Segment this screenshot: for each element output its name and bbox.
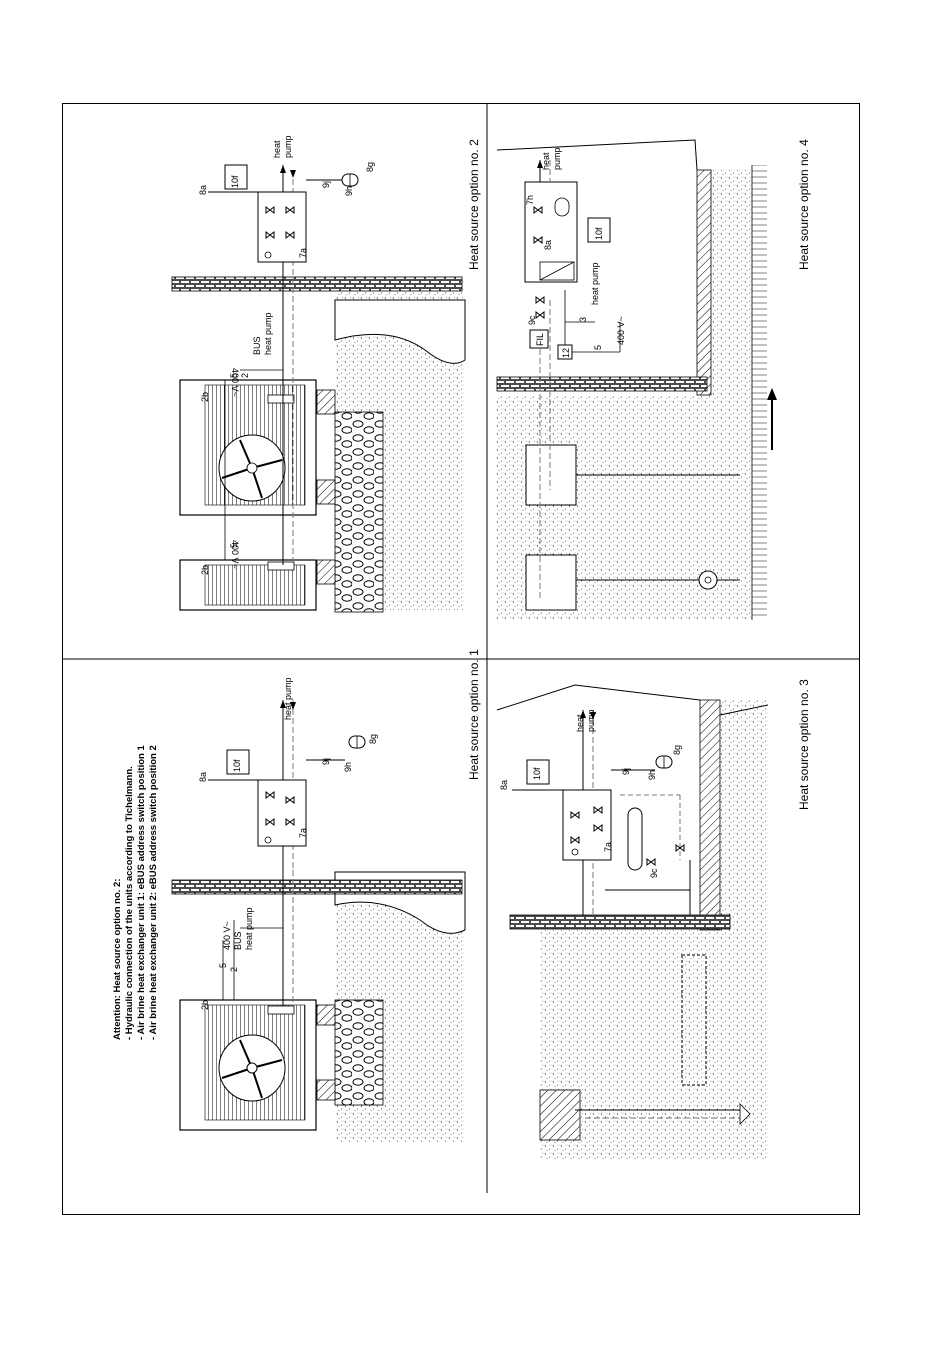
label-2b: 2b — [200, 1000, 210, 1010]
option-4-diagram — [496, 139, 777, 620]
label-bus: BUS — [252, 336, 262, 355]
buffer-10f — [587, 217, 611, 243]
label-pump: pump — [552, 147, 562, 170]
label-9h: 9h — [647, 770, 657, 780]
option-2-diagram — [171, 164, 466, 613]
label-9h: 9h — [343, 762, 353, 772]
label-pump: pump — [283, 135, 293, 158]
label-heat: heat — [272, 140, 282, 158]
label-7a: 7a — [298, 248, 308, 258]
label-8g: 8g — [365, 162, 375, 172]
label-9c: 9c — [649, 868, 659, 878]
attention-line-3: - Air brine heat exchanger unit 2: eBUS … — [148, 745, 159, 1040]
caption-option-2: Heat source option no. 2 — [467, 139, 481, 270]
label-7a: 7a — [603, 842, 613, 852]
hydraulic-station-7a — [257, 779, 307, 847]
label-3: 3 — [578, 317, 588, 322]
label-400v: 400 V~ — [230, 368, 240, 397]
label-9j: 9j — [321, 758, 331, 765]
hydraulic-station-7a — [257, 191, 307, 263]
hydraulic-station-7a — [562, 789, 612, 861]
label-heat-pump: heat pump — [283, 677, 293, 720]
attention-title: Attention: Heat source option no. 2: — [112, 879, 123, 1041]
buffer-10f — [526, 759, 550, 785]
label-10f: 10f — [594, 227, 604, 240]
label-7h: 7h — [525, 195, 535, 205]
option-1-diagram — [171, 700, 466, 1142]
label-7a: 7a — [298, 828, 308, 838]
label-10f: 10f — [230, 175, 240, 188]
label-8a: 8a — [499, 780, 509, 790]
label-heat-pump: heat pump — [590, 262, 600, 305]
label-2: 2 — [229, 967, 239, 972]
label-5: 5 — [229, 373, 239, 378]
label-heat: heat — [541, 152, 551, 170]
label-5: 5 — [593, 345, 603, 350]
caption-option-3: Heat source option no. 3 — [797, 679, 811, 810]
buffer-10f — [224, 164, 248, 190]
label-heat-pump: heat pump — [263, 312, 273, 355]
label-400v-unit-2: 400 V~ — [230, 540, 240, 569]
label-fil: FIL — [535, 333, 545, 346]
option-3-diagram — [496, 684, 769, 1160]
label-9h: 9h — [344, 186, 354, 196]
caption-option-4: Heat source option no. 4 — [797, 139, 811, 270]
label-8a: 8a — [198, 185, 208, 195]
label-pump: pump — [586, 709, 596, 732]
label-10f: 10f — [232, 759, 242, 772]
label-heat: heat — [575, 714, 585, 732]
buffer-10f — [226, 749, 250, 775]
label-heat-pump-2: heat pump — [244, 907, 254, 950]
attention-line-2: - Air brine heat exchanger unit 1: eBUS … — [136, 745, 147, 1040]
label-12: 12 — [561, 348, 571, 358]
label-9j: 9j — [621, 768, 631, 775]
caption-option-1: Heat source option no. 1 — [467, 649, 481, 780]
label-2: 2 — [240, 373, 250, 378]
label-10f: 10f — [532, 767, 542, 780]
label-8a: 8a — [198, 772, 208, 782]
label-5-unit-2: 5 — [229, 543, 239, 548]
label-400v: 400 V~ — [222, 921, 232, 950]
label-2b-unit-2: 2b — [200, 565, 210, 575]
label-9j: 9j — [321, 181, 331, 188]
label-8g: 8g — [672, 745, 682, 755]
label-9c: 9c — [527, 315, 537, 325]
label-5: 5 — [218, 963, 228, 968]
attention-line-1: - Hydraulic connection of the units acco… — [124, 766, 135, 1040]
label-bus: BUS — [233, 931, 243, 950]
filter-fil — [529, 329, 549, 349]
label-8g: 8g — [368, 734, 378, 744]
label-8a: 8a — [543, 240, 553, 250]
label-400v: 400 V~ — [616, 316, 626, 345]
label-2b: 2b — [200, 392, 210, 402]
